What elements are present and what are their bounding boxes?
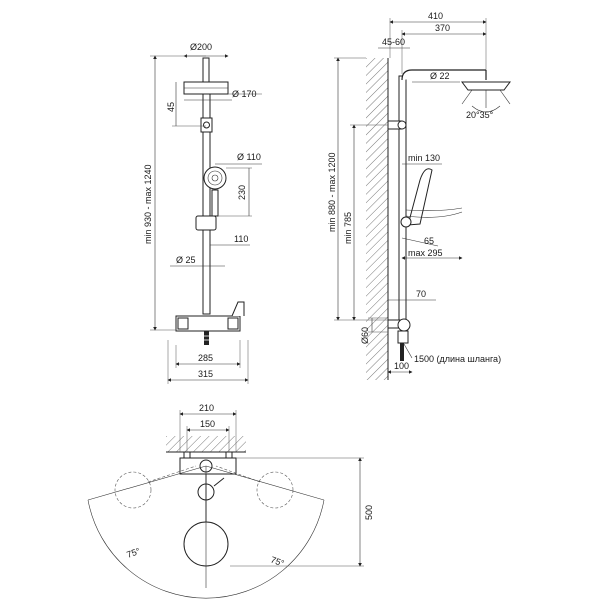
top-rotation-left	[114, 471, 152, 509]
front-overhead-shower	[183, 57, 229, 95]
front-d-head-top: Ø200	[190, 42, 212, 52]
side-hose: 1500 (длина шланга)	[414, 354, 501, 364]
top-mixer	[179, 451, 237, 501]
front-h-head: 45	[166, 102, 176, 112]
top-view: 210 150 500 75° 75°	[87, 403, 374, 599]
front-w-body: 285	[198, 353, 213, 363]
side-offset-100: 100	[394, 361, 409, 371]
front-height-range: min 930 - max 1240	[143, 164, 153, 244]
side-h-min: min 785	[343, 212, 353, 244]
front-mixer-body	[175, 301, 245, 345]
side-height-range: min 880 - max 1200	[327, 152, 337, 232]
side-w-arm: 370	[435, 23, 450, 33]
front-d-hand: Ø 110	[237, 152, 261, 162]
front-d-pipe: Ø 25	[176, 255, 196, 265]
side-offset-65: 65	[424, 236, 434, 246]
side-offset-70: 70	[416, 289, 426, 299]
front-view: Ø200 Ø 170 45 min 930 - max 1240 Ø 110 2…	[143, 42, 262, 384]
side-max-hand: max 295	[408, 248, 443, 258]
top-rotation-right	[256, 471, 294, 509]
top-w-210: 210	[199, 403, 214, 413]
side-mixer	[387, 318, 411, 361]
side-min-hand: min 130	[408, 153, 440, 163]
front-hand-shower	[203, 166, 227, 217]
front-w-holder: 110	[234, 234, 248, 244]
side-d-arm: Ø 22	[430, 71, 450, 81]
side-hand-shower	[400, 168, 463, 228]
top-rotation-arc	[87, 499, 325, 599]
front-slider-holder	[195, 215, 217, 231]
front-main-pipe	[202, 93, 211, 315]
side-main-pipe	[398, 75, 407, 327]
front-w-total: 315	[198, 369, 213, 379]
top-w-150: 150	[200, 419, 215, 429]
front-d-head-bottom: Ø 170	[232, 89, 257, 99]
side-angle-head: 20°35°	[466, 110, 494, 120]
front-diverter	[200, 117, 213, 133]
top-angle-left: 75°	[125, 546, 142, 560]
side-view: 410 370 45-60 Ø 22 20°35° min 130 min 88…	[327, 11, 511, 380]
top-depth-500: 500	[364, 505, 374, 520]
side-arm	[401, 69, 486, 81]
side-d-connector: Ø60	[360, 327, 370, 344]
top-wall	[166, 436, 246, 452]
side-w-total: 410	[428, 11, 443, 21]
side-wall	[366, 58, 388, 380]
side-overhead-head	[461, 81, 511, 113]
side-wall-gap: 45-60	[382, 37, 405, 47]
top-angle-right: 75°	[269, 554, 286, 568]
front-h-hand: 230	[237, 185, 247, 200]
